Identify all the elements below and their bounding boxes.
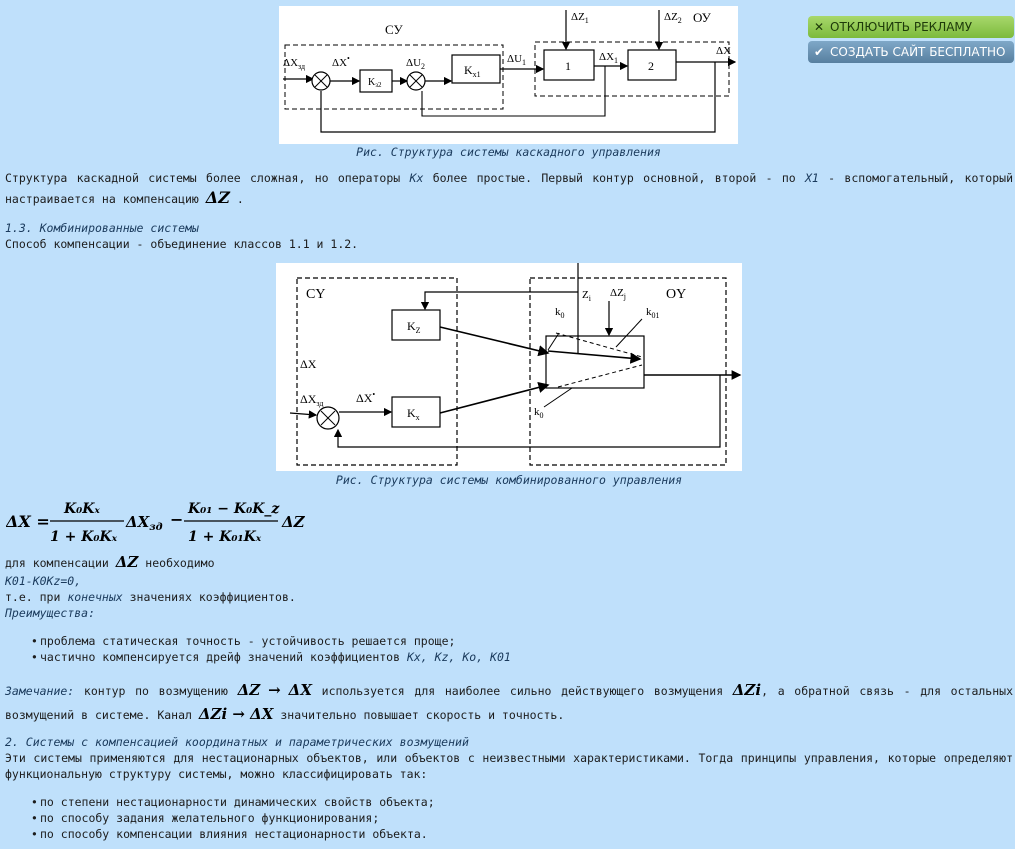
svg-text:ΔZ2: ΔZ2 — [664, 11, 682, 25]
section-2-text: Эти системы применяются для нестационарн… — [5, 751, 1013, 781]
advantages-heading: Преимущества: — [5, 606, 96, 620]
oy-frame — [529, 277, 727, 466]
section-2-heading: 2. Системы с компенсацией координатных и… — [5, 735, 469, 749]
cascade-paragraph: Структура каскадной системы более сложна… — [5, 171, 1013, 207]
svg-text:ΔX•: ΔX• — [356, 390, 375, 405]
svg-text:ΔU2: ΔU2 — [406, 57, 425, 71]
svg-text:Kx1: Kx1 — [464, 63, 481, 79]
object-block — [545, 335, 645, 389]
disable-ads-button[interactable]: ✕ОТКЛЮЧИТЬ РЕКЛАМУ — [808, 16, 1014, 38]
kx-block — [391, 396, 441, 428]
svg-text:ΔZ: ΔZ — [281, 513, 306, 531]
svg-text:K₀₁ − K₀K_z: K₀₁ − K₀K_z — [187, 501, 280, 517]
svg-text:CY: CY — [306, 287, 325, 302]
figure1-caption: Рис. Структура системы каскадного управл… — [356, 145, 661, 159]
svg-text:KZ: KZ — [407, 319, 421, 335]
list-item: проблема статическая точность - устойчив… — [0, 633, 900, 649]
compensation-line: для компенсации ΔZ необходимо — [5, 553, 215, 571]
classification-list: по степени нестационарности динамических… — [0, 794, 900, 842]
object-block-1 — [543, 49, 595, 81]
svg-text:ΔX =: ΔX = — [6, 512, 50, 531]
svg-text:ΔXзд: ΔXзд — [300, 392, 323, 408]
cascade-control-diagram: СУ ОУ ΔXзд ΔX• Kз2 ΔU2 Kx1 ΔU1 1 ΔX1 2 Δ… — [279, 6, 738, 144]
svg-text:ΔZ1: ΔZ1 — [571, 11, 589, 25]
section-1-3-text: Способ компенсации - объединение классов… — [5, 237, 359, 251]
cy-frame — [296, 277, 458, 466]
svg-text:ΔZj: ΔZj — [610, 287, 626, 301]
x-icon: ✕ — [813, 20, 825, 34]
ou-label: ОУ — [693, 10, 712, 25]
list-item: по степени нестационарности динамических… — [0, 794, 900, 810]
finite-values-text: т.е. при конечных значениях коэффициенто… — [5, 590, 296, 604]
svg-text:ΔXзд: ΔXзд — [125, 513, 163, 533]
svg-text:−: − — [170, 510, 183, 529]
su-label: СУ — [385, 22, 403, 37]
transfer-formula: ΔX = K₀Kₓ 1 + K₀Kₓ ΔXзд − K₀₁ − K₀K_z 1 … — [5, 497, 326, 553]
svg-text:ΔU1: ΔU1 — [507, 53, 526, 67]
check-icon: ✔ — [813, 45, 825, 59]
combined-control-diagram: CY OY ΔX ΔXзд ΔX• KZ Kx Zi ΔZj k0 k01 k0 — [276, 263, 742, 471]
advantages-list: проблема статическая точность - устойчив… — [0, 633, 900, 665]
compensation-equation: K01-K0Kz=0, — [5, 574, 82, 588]
svg-text:k0: k0 — [555, 306, 565, 320]
svg-text:1 + K₀₁Kₓ: 1 + K₀₁Kₓ — [188, 529, 262, 545]
svg-text:Kx: Kx — [407, 406, 420, 422]
object-block-2 — [627, 49, 677, 81]
svg-text:ΔX•: ΔX• — [332, 54, 350, 69]
svg-text:k0: k0 — [534, 406, 544, 420]
create-site-button[interactable]: ✔СОЗДАТЬ САЙТ БЕСПЛАТНО — [808, 41, 1014, 63]
kx1-block — [451, 54, 501, 84]
svg-text:ΔXзд: ΔXзд — [283, 57, 305, 71]
svg-text:ΔX: ΔX — [300, 357, 317, 371]
list-item: частично компенсируется дрейф значений к… — [0, 649, 900, 665]
svg-text:ΔX: ΔX — [716, 45, 731, 57]
svg-text:OY: OY — [666, 287, 686, 302]
list-item: по способу компенсации влияния нестацион… — [0, 826, 900, 842]
svg-text:K₀Kₓ: K₀Kₓ — [63, 501, 100, 517]
svg-text:2: 2 — [648, 59, 654, 73]
su-frame — [284, 44, 504, 110]
svg-text:1 + K₀Kₓ: 1 + K₀Kₓ — [50, 529, 118, 545]
kz-block — [391, 309, 441, 341]
note-paragraph: Замечание: контур по возмущению ΔZ → ΔX … — [5, 681, 1013, 723]
list-item: по способу задания желательного функцион… — [0, 810, 900, 826]
svg-text:Kз2: Kз2 — [368, 77, 382, 89]
figure2-caption: Рис. Структура системы комбинированного … — [335, 473, 683, 487]
svg-text:ΔX1: ΔX1 — [599, 51, 618, 65]
section-1-3-heading: 1.3. Комбинированные системы — [5, 221, 199, 235]
svg-text:Zi: Zi — [582, 289, 592, 303]
svg-text:k01: k01 — [646, 306, 660, 320]
svg-text:1: 1 — [565, 59, 571, 73]
